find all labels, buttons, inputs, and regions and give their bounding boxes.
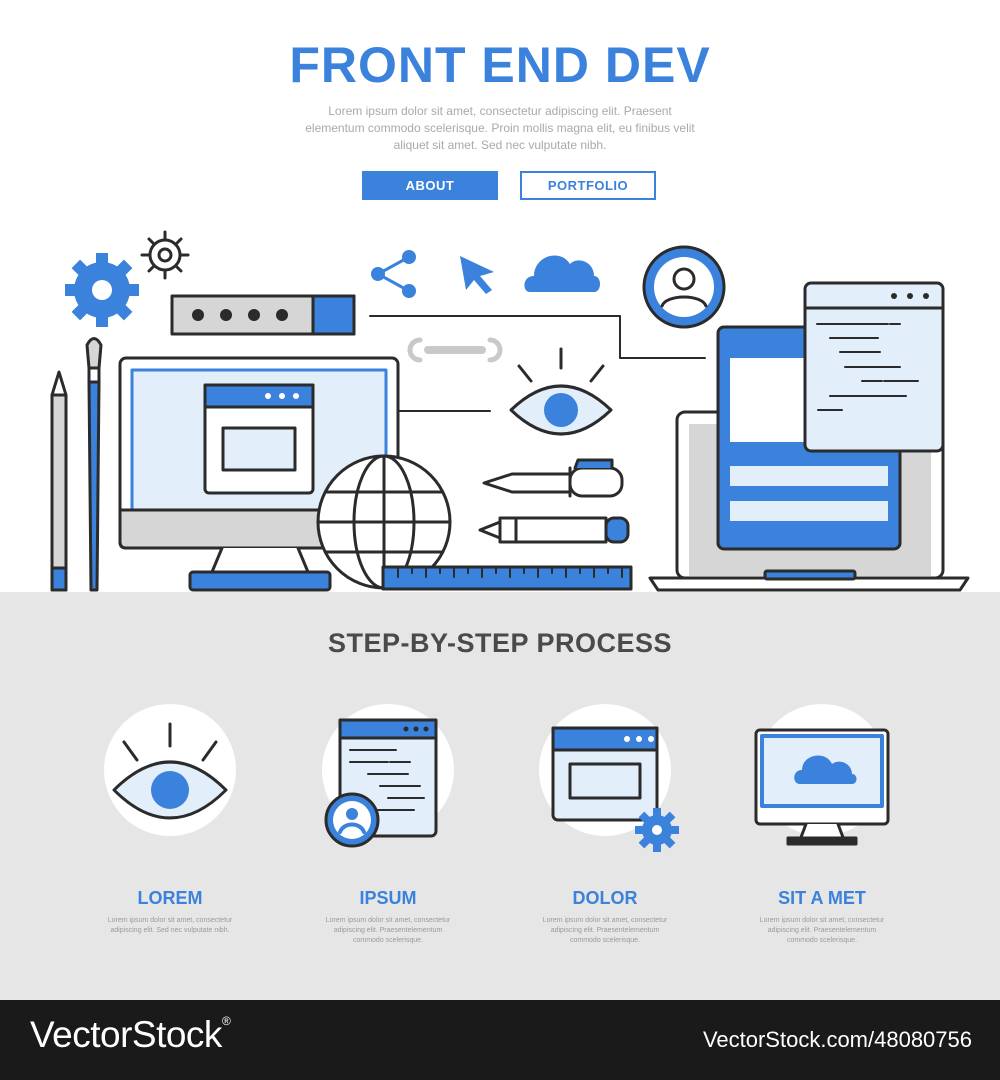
- step-title: SIT A MET: [778, 888, 866, 908]
- user-avatar-icon: [642, 245, 726, 329]
- page-title: FRONT END DEV: [289, 37, 711, 93]
- watermark-brand-text: VectorStock: [30, 1014, 222, 1055]
- process-title: STEP-BY-STEP PROCESS: [327, 628, 673, 658]
- small-gear-icon: [140, 230, 190, 280]
- wrench-icon: [407, 337, 503, 363]
- watermark-bar: VectorStock® VectorStock.com/48080756: [0, 1000, 1000, 1080]
- share-icon: [371, 250, 416, 298]
- cursor-icon: [460, 256, 494, 294]
- pen-icon: [482, 458, 624, 498]
- browser-gear-icon: [551, 726, 679, 852]
- step-text: Lorem ipsum dolor sit amet, consectetur …: [759, 917, 885, 944]
- hero-subtitle: Lorem ipsum dolor sit amet, consectetur …: [305, 104, 695, 152]
- eye-icon: [112, 722, 228, 820]
- ruler-icon: [381, 565, 633, 591]
- portfolio-button[interactable]: PORTFOLIO: [520, 171, 656, 200]
- step-title: IPSUM: [359, 888, 417, 908]
- watermark-id: VectorStock.com/48080756: [702, 1027, 972, 1052]
- cloud-icon: [524, 255, 600, 292]
- pen-icon-2: [478, 516, 630, 544]
- watermark-reg: ®: [221, 1014, 231, 1028]
- watermark-brand: VectorStock®: [30, 1014, 231, 1056]
- eye-icon: [509, 347, 613, 436]
- step-text: Lorem ipsum dolor sit amet, consectetur …: [542, 917, 668, 944]
- gear-icon: [65, 253, 139, 327]
- process-section: STEP-BY-STEP PROCESS LOREM Lorem ipsum d…: [0, 592, 1000, 1000]
- step-title: LOREM: [137, 888, 203, 908]
- hero-section: FRONT END DEV Lorem ipsum dolor sit amet…: [50, 37, 970, 592]
- step-text: Lorem ipsum dolor sit amet, consectetur …: [325, 917, 451, 944]
- pencil-icon: [50, 370, 68, 592]
- step-title: DOLOR: [572, 888, 638, 908]
- code-window-user-icon: [324, 718, 438, 848]
- code-window-icon: [803, 281, 945, 453]
- monitor-cloud-icon: [754, 728, 890, 846]
- step-text: Lorem ipsum dolor sit amet, consectetur …: [107, 917, 233, 934]
- password-field-icon: [170, 294, 356, 336]
- about-button[interactable]: ABOUT: [362, 171, 498, 200]
- hero-illustration: [50, 230, 970, 592]
- paintbrush-icon: [85, 337, 103, 592]
